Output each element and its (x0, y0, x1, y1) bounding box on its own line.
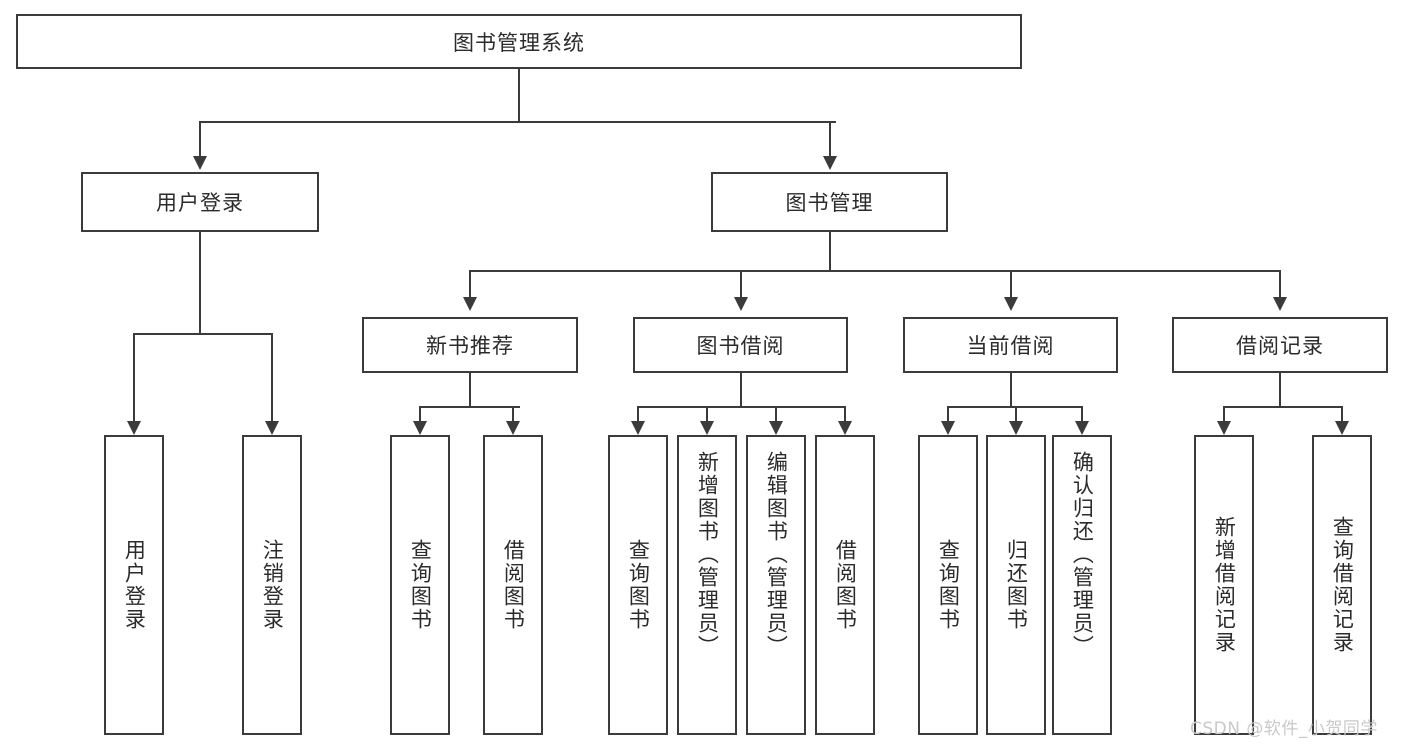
leaf-query-book-3[interactable]: 查询图书 (918, 435, 978, 735)
leaf-add-record[interactable]: 新增借阅记录 (1194, 435, 1254, 735)
leaf-query-book-2[interactable]: 查询图书 (608, 435, 668, 735)
connector-cb-to-leaf-1 (947, 406, 949, 423)
node-new-book-recommend[interactable]: 新书推荐 (362, 317, 578, 373)
node-borrow-record-label: 借阅记录 (1236, 334, 1324, 358)
leaf-add-book[interactable]: 新增图书（管理员） (677, 435, 737, 735)
connector-bm-to-borrow-record (1279, 270, 1281, 299)
connector-book-management-stem (829, 232, 831, 271)
connector-root-to-book-management (829, 121, 831, 158)
leaf-add-record-label: 新增借阅记录 (1212, 516, 1237, 654)
arrowhead-leaf-confirm-return (1075, 421, 1089, 435)
leaf-confirm-return[interactable]: 确认归还（管理员） (1052, 435, 1112, 735)
arrowhead-borrow-record (1273, 297, 1287, 311)
connector-current-borrow-bar (947, 406, 1082, 408)
connector-current-borrow-stem (1010, 373, 1012, 408)
arrowhead-book-management (823, 156, 837, 170)
connector-borrow-record-stem (1279, 373, 1281, 408)
arrowhead-current-borrow (1004, 297, 1018, 311)
csdn-watermark: CSDN @软件_小贺同学 (1190, 719, 1378, 739)
arrowhead-leaf-edit-book (769, 421, 783, 435)
arrowhead-leaf-add-book (700, 421, 714, 435)
node-current-borrow[interactable]: 当前借阅 (903, 317, 1118, 373)
arrowhead-user-login (193, 156, 207, 170)
arrowhead-leaf-query-book-3 (941, 421, 955, 435)
leaf-query-record-label: 查询借阅记录 (1330, 516, 1355, 654)
connector-bb-to-leaf-2 (706, 406, 708, 423)
arrowhead-leaf-add-record (1217, 421, 1231, 435)
node-root-label: 图书管理系统 (453, 30, 585, 55)
connector-cb-to-leaf-3 (1081, 406, 1083, 423)
connector-root-bar (199, 121, 836, 123)
node-borrow-record[interactable]: 借阅记录 (1172, 317, 1388, 373)
leaf-return-book[interactable]: 归还图书 (986, 435, 1046, 735)
connector-new-book-to-leaf-1 (419, 406, 421, 423)
node-book-management[interactable]: 图书管理 (711, 172, 948, 232)
leaf-borrow-book-1-label: 借阅图书 (501, 539, 526, 631)
leaf-borrow-book-2-label: 借阅图书 (833, 539, 858, 631)
leaf-query-book-2-label: 查询图书 (626, 539, 651, 631)
connector-br-to-leaf-2 (1341, 406, 1343, 423)
connector-root-to-user-login (199, 121, 201, 158)
connector-user-login-stem (199, 232, 201, 334)
arrowhead-leaf-query-record (1335, 421, 1349, 435)
node-current-borrow-label: 当前借阅 (966, 334, 1055, 358)
node-user-login-label: 用户登录 (156, 191, 244, 215)
connector-new-book-bar (419, 406, 520, 408)
node-book-borrow[interactable]: 图书借阅 (633, 317, 848, 373)
leaf-add-book-label: 新增图书（管理员） (695, 451, 720, 658)
connector-borrow-record-bar (1223, 406, 1343, 408)
leaf-query-book-1-label: 查询图书 (408, 539, 433, 631)
connector-user-login-to-leaf-1 (133, 333, 135, 423)
connector-user-login-to-leaf-2 (271, 333, 273, 423)
connector-bm-to-book-borrow (740, 270, 742, 299)
connector-new-book-to-leaf-2 (512, 406, 514, 423)
arrowhead-leaf-logout-login (265, 421, 279, 435)
arrowhead-leaf-return-book (1009, 421, 1023, 435)
leaf-return-book-label: 归还图书 (1004, 539, 1029, 631)
node-new-book-recommend-label: 新书推荐 (426, 334, 514, 358)
connector-book-management-bar (469, 270, 1280, 272)
connector-book-borrow-stem (740, 373, 742, 408)
leaf-borrow-book-2[interactable]: 借阅图书 (815, 435, 875, 735)
arrowhead-leaf-borrow-book-1 (506, 421, 520, 435)
connector-new-book-stem (469, 373, 471, 408)
leaf-edit-book-label: 编辑图书（管理员） (764, 451, 789, 658)
leaf-user-login[interactable]: 用户登录 (104, 435, 164, 735)
arrowhead-book-borrow (734, 297, 748, 311)
leaf-query-book-1[interactable]: 查询图书 (390, 435, 450, 735)
node-book-borrow-label: 图书借阅 (696, 334, 785, 358)
leaf-user-login-label: 用户登录 (122, 539, 147, 631)
connector-br-to-leaf-1 (1223, 406, 1225, 423)
arrowhead-leaf-query-book-1 (413, 421, 427, 435)
connector-cb-to-leaf-2 (1015, 406, 1017, 423)
node-user-login[interactable]: 用户登录 (81, 172, 319, 232)
node-root[interactable]: 图书管理系统 (16, 14, 1022, 69)
leaf-logout-login[interactable]: 注销登录 (242, 435, 302, 735)
connector-bb-to-leaf-1 (637, 406, 639, 423)
connector-user-login-bar (133, 333, 271, 335)
arrowhead-leaf-user-login (127, 421, 141, 435)
connector-bm-to-current-borrow (1010, 270, 1012, 299)
connector-book-borrow-bar (637, 406, 845, 408)
leaf-edit-book[interactable]: 编辑图书（管理员） (746, 435, 806, 735)
leaf-query-book-3-label: 查询图书 (936, 539, 961, 631)
arrowhead-new-book-recommend (463, 297, 477, 311)
connector-bb-to-leaf-4 (844, 406, 846, 423)
arrowhead-leaf-query-book-2 (631, 421, 645, 435)
arrowhead-leaf-borrow-book-2 (838, 421, 852, 435)
leaf-logout-login-label: 注销登录 (260, 539, 285, 631)
leaf-query-record[interactable]: 查询借阅记录 (1312, 435, 1372, 735)
connector-bb-to-leaf-3 (775, 406, 777, 423)
leaf-borrow-book-1[interactable]: 借阅图书 (483, 435, 543, 735)
node-book-management-label: 图书管理 (785, 191, 874, 215)
connector-bm-to-new-book (469, 270, 471, 299)
connector-root-stem (518, 69, 520, 122)
leaf-confirm-return-label: 确认归还（管理员） (1070, 451, 1095, 658)
